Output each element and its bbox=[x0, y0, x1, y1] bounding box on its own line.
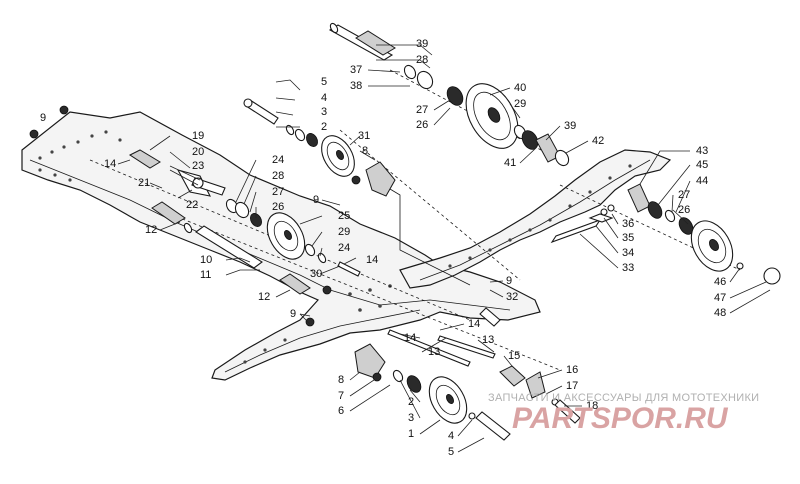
callout: 30 bbox=[310, 268, 322, 280]
callout: 8 bbox=[362, 145, 368, 157]
callout: 22 bbox=[186, 199, 198, 211]
callout: 16 bbox=[566, 364, 578, 376]
callout: 44 bbox=[696, 175, 708, 187]
callout: 18 bbox=[586, 400, 598, 412]
callout: 19 bbox=[192, 130, 204, 142]
callout: 15 bbox=[508, 350, 520, 362]
callout: 43 bbox=[696, 145, 708, 157]
callout-leaders bbox=[117, 44, 771, 453]
callout: 21 bbox=[138, 177, 150, 189]
callout: 28 bbox=[272, 170, 284, 182]
callout: 42 bbox=[592, 135, 604, 147]
watermark: ЗАПЧАСТИ И АКСЕССУАРЫ ДЛЯ МОТОТЕХНИКИ PA… bbox=[488, 392, 759, 435]
callout: 41 bbox=[504, 157, 516, 169]
callout: 39 bbox=[416, 38, 428, 50]
callout: 27 bbox=[272, 186, 284, 198]
callout: 26 bbox=[416, 119, 428, 131]
callout: 46 bbox=[714, 276, 726, 288]
callout: 9 bbox=[313, 194, 319, 206]
callout: 12 bbox=[145, 224, 157, 236]
callout: 35 bbox=[622, 232, 634, 244]
callout: 13 bbox=[482, 334, 494, 346]
callout: 11 bbox=[200, 269, 211, 281]
rail-holes-left bbox=[38, 130, 412, 364]
callout: 34 bbox=[622, 247, 634, 259]
callout: 8 bbox=[338, 374, 344, 386]
callout: 24 bbox=[338, 242, 350, 254]
watermark-brand: PARTSPOR.RU bbox=[512, 402, 729, 435]
left-axle-assembly bbox=[29, 105, 361, 295]
callout: 40 bbox=[514, 82, 526, 94]
callout: 26 bbox=[272, 201, 284, 213]
callout: 3 bbox=[321, 106, 327, 118]
callout: 10 bbox=[200, 254, 212, 266]
callout: 47 bbox=[714, 292, 726, 304]
callout: 7 bbox=[338, 390, 344, 402]
front-idler-wheel bbox=[428, 376, 468, 424]
callout: 32 bbox=[506, 291, 518, 303]
callout: 24 bbox=[272, 154, 284, 166]
callout: 4 bbox=[321, 92, 327, 104]
callout: 14 bbox=[366, 254, 378, 266]
left-idler-wheel bbox=[266, 212, 306, 260]
callout: 25 bbox=[338, 210, 350, 222]
callout: 3 bbox=[408, 412, 414, 424]
callout: 29 bbox=[338, 226, 350, 238]
large-idler-wheel bbox=[465, 83, 519, 149]
callout: 29 bbox=[514, 98, 526, 110]
watermark-caption: ЗАПЧАСТИ И АКСЕССУАРЫ ДЛЯ МОТОТЕХНИКИ bbox=[488, 392, 759, 404]
callout: 37 bbox=[350, 64, 362, 76]
callout: 31 bbox=[358, 130, 370, 142]
callout: 5 bbox=[448, 446, 454, 458]
callout: 9 bbox=[506, 275, 512, 287]
mid-upper-wheel-assembly bbox=[243, 98, 396, 197]
callout: 13 bbox=[428, 346, 440, 358]
callout: 27 bbox=[678, 189, 690, 201]
callout: 36 bbox=[622, 218, 634, 230]
callout: 9 bbox=[40, 112, 46, 124]
callout: 2 bbox=[321, 121, 327, 133]
callout: 9 bbox=[290, 308, 296, 320]
callout: 2 bbox=[408, 396, 414, 408]
callout: 23 bbox=[192, 160, 204, 172]
callout-numbers: 39 28 37 38 40 29 27 26 39 42 41 5 4 3 2… bbox=[40, 38, 726, 458]
callout: 4 bbox=[448, 430, 454, 442]
upper-shaft-assembly bbox=[328, 22, 570, 167]
mid-idler-wheel bbox=[321, 135, 355, 177]
callout: 14 bbox=[104, 158, 116, 170]
callout: 6 bbox=[338, 405, 344, 417]
callout: 39 bbox=[564, 120, 576, 132]
callout: 14 bbox=[404, 332, 416, 344]
callout: 14 bbox=[468, 318, 480, 330]
callout: 33 bbox=[622, 262, 634, 274]
callout: 1 bbox=[408, 428, 414, 440]
callout: 28 bbox=[416, 54, 428, 66]
right-rail bbox=[399, 149, 672, 289]
callout: 17 bbox=[566, 380, 578, 392]
callout: 48 bbox=[714, 307, 726, 319]
callout: 38 bbox=[350, 80, 362, 92]
callout: 26 bbox=[678, 204, 690, 216]
callout: 45 bbox=[696, 159, 708, 171]
callout: 5 bbox=[321, 76, 327, 88]
callout: 20 bbox=[192, 146, 204, 158]
callout: 12 bbox=[258, 291, 270, 303]
rear-idler-wheel bbox=[690, 220, 734, 272]
callout: 27 bbox=[416, 104, 428, 116]
